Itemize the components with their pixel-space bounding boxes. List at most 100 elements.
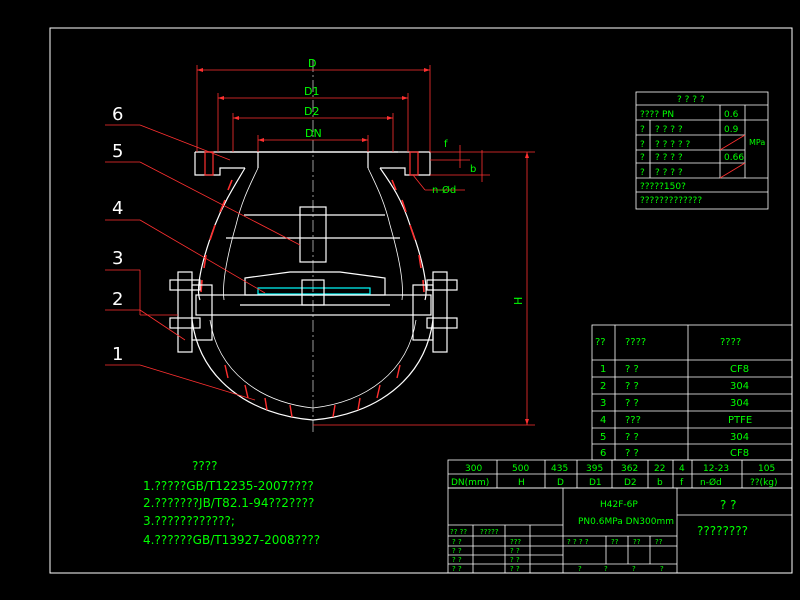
parts-row-material: 304: [730, 432, 749, 443]
pt-row3-c2: ? ? ? ?: [655, 153, 683, 163]
pressure-table-header-right: 0.6: [724, 110, 739, 120]
parts-row-name: ? ?: [625, 381, 639, 392]
title-cell: ? ?: [510, 565, 520, 573]
dim-value: 435: [551, 464, 568, 474]
company-name: ????????: [697, 524, 748, 538]
pressure-table: [635, 91, 769, 210]
title-cell: ?? ??: [450, 528, 467, 536]
note-line: 1.?????GB/T12235-2007????: [143, 479, 314, 493]
pt-row2-c2: ? ? ? ? ?: [655, 140, 691, 150]
part-label-2: 2: [112, 289, 123, 310]
pressure-table-text: ? ? ? ? ???? PN 0.6 ? ? ? ? ? 0.9 ? ? ? …: [640, 95, 765, 206]
parts-row-no: 3: [600, 398, 606, 409]
title-cell: ?: [660, 565, 664, 573]
dim-value: 500: [512, 464, 529, 474]
dim-header: b: [657, 478, 663, 488]
parts-row-no: 2: [600, 381, 606, 392]
dim-header: ??(kg): [750, 478, 778, 488]
pt-row2-c1: ?: [640, 140, 645, 150]
title-cell: ? ?: [452, 565, 462, 573]
title-cell: ? ?: [452, 547, 462, 555]
parts-row-name: ? ?: [625, 432, 639, 443]
title-cell: ???: [510, 538, 521, 546]
title-block: [447, 487, 793, 574]
title-cell: ?: [604, 565, 608, 573]
title-cell: ? ?: [510, 547, 520, 555]
model-number: H42F-6P: [600, 500, 638, 510]
dim-header: D2: [624, 478, 637, 488]
dimension-arrows: [197, 68, 529, 425]
body-hatch: [200, 179, 425, 293]
title-block-text: H42F-6P PN0.6MPa DN300mm ? ? ???????? ??…: [450, 498, 748, 573]
pt-row3-c1: ?: [640, 153, 645, 163]
dim-header: n-Ød: [700, 477, 722, 488]
title-cell: ??: [655, 538, 663, 546]
dim-table-text: 300 500 435 395 362 22 4 12-23 105 DN(mm…: [451, 464, 778, 488]
parts-row-name: ? ?: [625, 398, 639, 409]
parts-row-material: PTFE: [728, 415, 752, 426]
dim-d-label: D: [308, 57, 316, 70]
parts-header-name: ????: [625, 337, 646, 348]
dim-value: 12-23: [703, 464, 729, 474]
dim-nphid-label: n-Ød: [432, 184, 456, 196]
pt-row1-c1: ?: [640, 125, 645, 135]
dim-d2-label: D2: [304, 105, 319, 118]
dimension-labels: D D1 D2 DN f b n-Ød H: [304, 57, 525, 305]
parts-row-no: 5: [600, 432, 606, 443]
part-label-5: 5: [112, 141, 123, 162]
dim-value: 105: [758, 464, 775, 474]
parts-table: [591, 324, 793, 461]
dim-value: 395: [586, 464, 603, 474]
dim-header: DN(mm): [451, 478, 489, 488]
pt-row4-c1: ?: [640, 168, 645, 178]
pressure-table-title: ? ? ? ?: [677, 95, 705, 105]
title-cell: ? ? ? ?: [567, 538, 589, 546]
parts-row-no: 4: [600, 415, 606, 426]
title-cell: ? ?: [510, 556, 520, 564]
dim-value: 4: [679, 464, 685, 474]
part-leaders: [105, 124, 301, 401]
pressure-note-1: ?????150?: [640, 182, 686, 192]
dim-value: 300: [465, 464, 482, 474]
parts-row-material: 304: [730, 381, 749, 392]
parts-row-material: 304: [730, 398, 749, 409]
parts-row-material: CF8: [730, 364, 749, 375]
note-line: 2.???????JB/T82.1-94??2????: [143, 496, 314, 510]
pt-row4-c2: ? ? ? ?: [655, 168, 683, 178]
note-line: 3.????????????;: [143, 514, 235, 528]
pt-row3-c3: 0.66: [724, 153, 744, 163]
pt-row1-c3: 0.9: [724, 125, 739, 135]
pt-row1-c2: ? ? ? ?: [655, 125, 683, 135]
parts-row-name: ???: [625, 415, 641, 426]
parts-row-name: ? ?: [625, 364, 639, 375]
drawing-name: ? ?: [720, 498, 737, 512]
part-numbers: 6 5 4 3 2 1: [112, 104, 123, 365]
title-cell: ?: [632, 565, 636, 573]
title-cell: ?: [578, 565, 582, 573]
dim-f-label: f: [444, 139, 448, 150]
technical-notes: ???? 1.?????GB/T12235-2007???? 2.???????…: [143, 459, 320, 547]
title-cell: ??: [633, 538, 641, 546]
title-cell: ? ?: [452, 538, 462, 546]
part-label-3: 3: [112, 248, 123, 269]
seat-ring: [195, 294, 432, 316]
dim-value: 22: [654, 464, 665, 474]
pressure-table-header-left: ???? PN: [640, 110, 674, 120]
dim-header: D1: [589, 478, 602, 488]
notes-title: ????: [192, 459, 217, 473]
part-label-1: 1: [112, 344, 123, 365]
dim-h-label: H: [512, 297, 525, 305]
dim-header: f: [680, 478, 684, 488]
model-spec: PN0.6MPa DN300mm: [578, 517, 674, 527]
note-line: 4.??????GB/T13927-2008????: [143, 533, 320, 547]
dim-d1-label: D1: [304, 85, 319, 98]
parts-table-text: ?? ???? ???? 1 ? ? CF8 2 ? ? 304 3 ? ? 3…: [595, 337, 752, 459]
parts-row-no: 6: [600, 448, 606, 459]
pressure-note-2: ?????????????: [640, 196, 702, 206]
dim-b-label: b: [470, 164, 476, 175]
drawing-border: [49, 27, 793, 574]
parts-row-material: CF8: [730, 448, 749, 459]
dim-dn-label: DN: [305, 127, 322, 140]
